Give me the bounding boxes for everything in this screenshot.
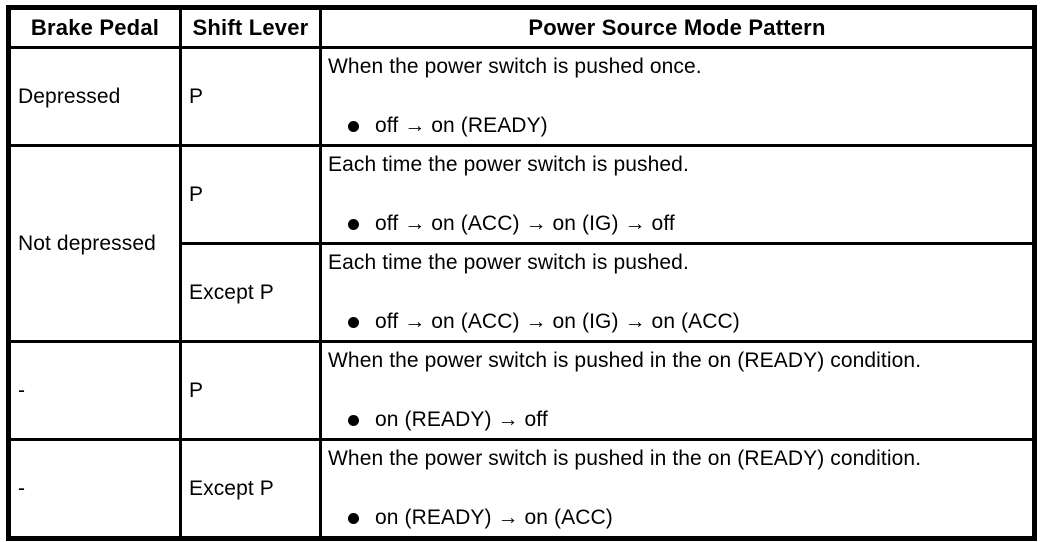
table-row: Except P Each time the power switch is p… [9, 242, 1036, 343]
pattern-sequence: off → on (ACC) → on (IG) → off [375, 212, 675, 235]
pattern-bullet-line: off → on (ACC) → on (IG) → on (ACC) [328, 309, 1028, 335]
brake-pedal-cell: Not depressed [7, 144, 182, 343]
pattern-cell: When the power switch is pushed in the o… [319, 340, 1036, 441]
bullet-icon [348, 414, 359, 426]
pattern-cell: When the power switch is pushed once. of… [319, 46, 1036, 147]
bullet-icon [348, 218, 359, 230]
shift-lever-cell: P [179, 340, 322, 441]
pattern-bullet-line: on (READY) → off [328, 407, 1028, 433]
header-brake-pedal: Brake Pedal [7, 6, 182, 49]
table-row: Depressed P When the power switch is pus… [7, 46, 1036, 147]
pattern-description: When the power switch is pushed in the o… [328, 447, 922, 470]
pattern-description: When the power switch is pushed in the o… [328, 349, 922, 372]
pattern-bullet-line: off → on (READY) [328, 113, 1028, 139]
table-row: - P When the power switch is pushed in t… [7, 340, 1036, 441]
pattern-bullet-line: off → on (ACC) → on (IG) → off [328, 211, 1028, 237]
table-row: - Except P When the power switch is push… [7, 438, 1036, 540]
pattern-cell: Each time the power switch is pushed. of… [319, 144, 1036, 245]
pattern-sequence: on (READY) → off [375, 408, 548, 431]
bullet-icon [348, 316, 359, 328]
pattern-sequence: on (READY) → on (ACC) [375, 506, 613, 529]
brake-pedal-cell: - [7, 438, 182, 540]
pattern-cell: Each time the power switch is pushed. of… [319, 242, 1036, 343]
pattern-bullet-line: on (READY) → on (ACC) [328, 505, 1028, 531]
shift-lever-cell: P [179, 46, 322, 147]
pattern-description: When the power switch is pushed once. [328, 55, 702, 78]
brake-pedal-cell: - [7, 340, 182, 441]
pattern-description: Each time the power switch is pushed. [328, 251, 689, 274]
bullet-icon [348, 512, 359, 524]
shift-lever-cell: Except P [179, 438, 322, 540]
header-shift-lever: Shift Lever [179, 6, 322, 49]
bullet-icon [348, 120, 359, 132]
pattern-description: Each time the power switch is pushed. [328, 153, 689, 176]
pattern-cell: When the power switch is pushed in the o… [319, 438, 1036, 540]
table-row: Not depressed P Each time the power swit… [7, 144, 1036, 343]
power-source-mode-table: Brake Pedal Shift Lever Power Source Mod… [6, 5, 1037, 541]
pattern-sequence: off → on (READY) [375, 114, 548, 137]
pattern-sequence: off → on (ACC) → on (IG) → on (ACC) [375, 310, 740, 333]
shift-lever-cell: Except P [179, 242, 322, 343]
header-power-source-mode-pattern: Power Source Mode Pattern [319, 6, 1036, 49]
header-row: Brake Pedal Shift Lever Power Source Mod… [7, 6, 1036, 49]
brake-pedal-cell: Depressed [7, 46, 182, 147]
shift-lever-cell: P [179, 144, 322, 245]
